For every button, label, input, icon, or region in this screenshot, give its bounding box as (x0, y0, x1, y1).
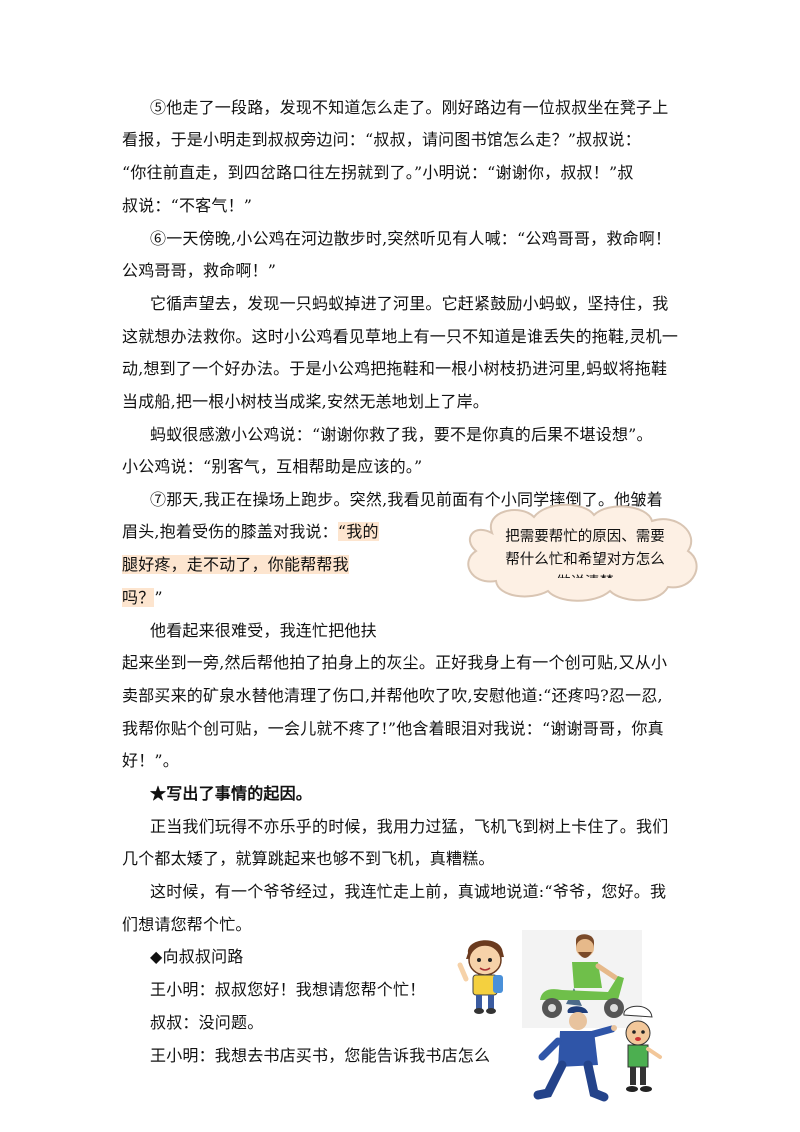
section-heading: ◆向叔叔问路 (150, 947, 244, 966)
paragraph-line: ⑦那天,我正在操场上跑步。突然,我看见前面有个小同学摔倒了。他皱着 (150, 490, 663, 509)
section-heading: ★写出了事情的起因。 (150, 784, 313, 803)
paragraph-line: 当成船,把一根小树枝当成桨,安然无恙地划上了岸。 (122, 392, 489, 411)
paragraph-line: 他看起来很难受，我连忙把他扶 (150, 621, 377, 640)
dialogue-line: 王小明：叔叔您好！我想请您帮个忙！ (150, 980, 426, 999)
cartoon-boy-icon (457, 940, 504, 1014)
paragraph-line: 看报，于是小明走到叔叔旁边问：“叔叔，请问图书馆怎么走？”叔叔说： (122, 130, 641, 149)
paragraph-line: 这就想办法救你。这时小公鸡看见草地上有一只不知道是谁丢失的拖鞋,灵机一 (122, 327, 679, 346)
highlighted-text: 腿好疼，走不动了，你能帮帮我 (122, 555, 349, 574)
paragraph-line: 它循声望去，发现一只蚂蚁掉进了河里。它赶紧鼓励小蚂蚁，坚持住，我 (150, 294, 669, 313)
paragraph-line: “你往前直走，到四岔路口往左拐就到了。”小明说：“谢谢你，叔叔！”叔 (122, 163, 634, 182)
paragraph-line: 我帮你贴个创可贴，一会儿就不疼了!”他含着眼泪对我说：“谢谢哥哥，你真 (122, 719, 664, 738)
paragraph-line: ⑥一天傍晚,小公鸡在河边散步时,突然听见有人喊：“公鸡哥哥，救命啊！ (150, 229, 672, 248)
paragraph-text: 眉头,抱着受伤的膝盖对我说： (122, 522, 338, 541)
paragraph-line: 公鸡哥哥，救命啊！” (122, 261, 277, 280)
paragraph-line: 小公鸡说：“别客气，互相帮助是应该的。” (122, 457, 423, 476)
paragraph-line: ⑤他走了一段路，发现不知道怎么走了。刚好路边有一位叔叔坐在凳子上 (150, 98, 669, 117)
highlighted-text: “我的 (337, 522, 379, 541)
paragraph-line: 腿好疼，走不动了，你能帮帮我 (122, 553, 349, 577)
paragraph-line: 几个都太矮了，就算跳起来也够不到飞机，真糟糕。 (122, 849, 495, 868)
paragraph-line: 起来坐到一旁,然后帮他拍了拍身上的灰尘。正好我身上有一个创可贴,又从小 (122, 653, 668, 672)
paragraph-line: 动,想到了一个好办法。于是小公鸡把拖鞋和一根小树枝扔进河里,蚂蚁将拖鞋 (122, 359, 668, 378)
paragraph-line: 这时候，有一个爷爷经过，我连忙走上前，真诚地说道:“爷爷，您好。我 (150, 882, 667, 901)
dialogue-line: 叔叔：没问题。 (150, 1013, 264, 1032)
cloud-bubble-icon (467, 503, 698, 602)
highlighted-text: 吗？ (122, 588, 155, 607)
paragraph-line: 好！”。 (122, 751, 179, 770)
policeman-and-boy-icon (533, 1005, 662, 1102)
paragraph-line: 蚂蚁很感激小公鸡说：“谢谢你救了我，要不是你真的后果不堪设想”。 (150, 425, 653, 444)
paragraph-text: ” (154, 588, 163, 607)
paragraph-line: 吗？” (122, 586, 163, 610)
paragraph-line: 卖部买来的矿泉水替他清理了伤口,并帮他吹了吹,安慰他道:“还疼吗?忍一忍, (122, 686, 663, 705)
dialogue-line: 王小明：我想去书店买书，您能告诉我书店怎么 (150, 1046, 491, 1065)
paragraph-line: 正当我们玩得不亦乐乎的时候，我用力过猛，飞机飞到树上卡住了。我们 (150, 817, 669, 836)
paragraph-line: 眉头,抱着受伤的膝盖对我说：“我的 (122, 520, 379, 544)
paragraph-line: 叔说：“不客气！” (122, 196, 253, 215)
bubble-text: 把需要帮忙的原因、需要帮什么忙和希望对方怎么做说清楚 (505, 529, 665, 578)
paragraph-line: 们想请您帮个忙。 (122, 915, 252, 934)
